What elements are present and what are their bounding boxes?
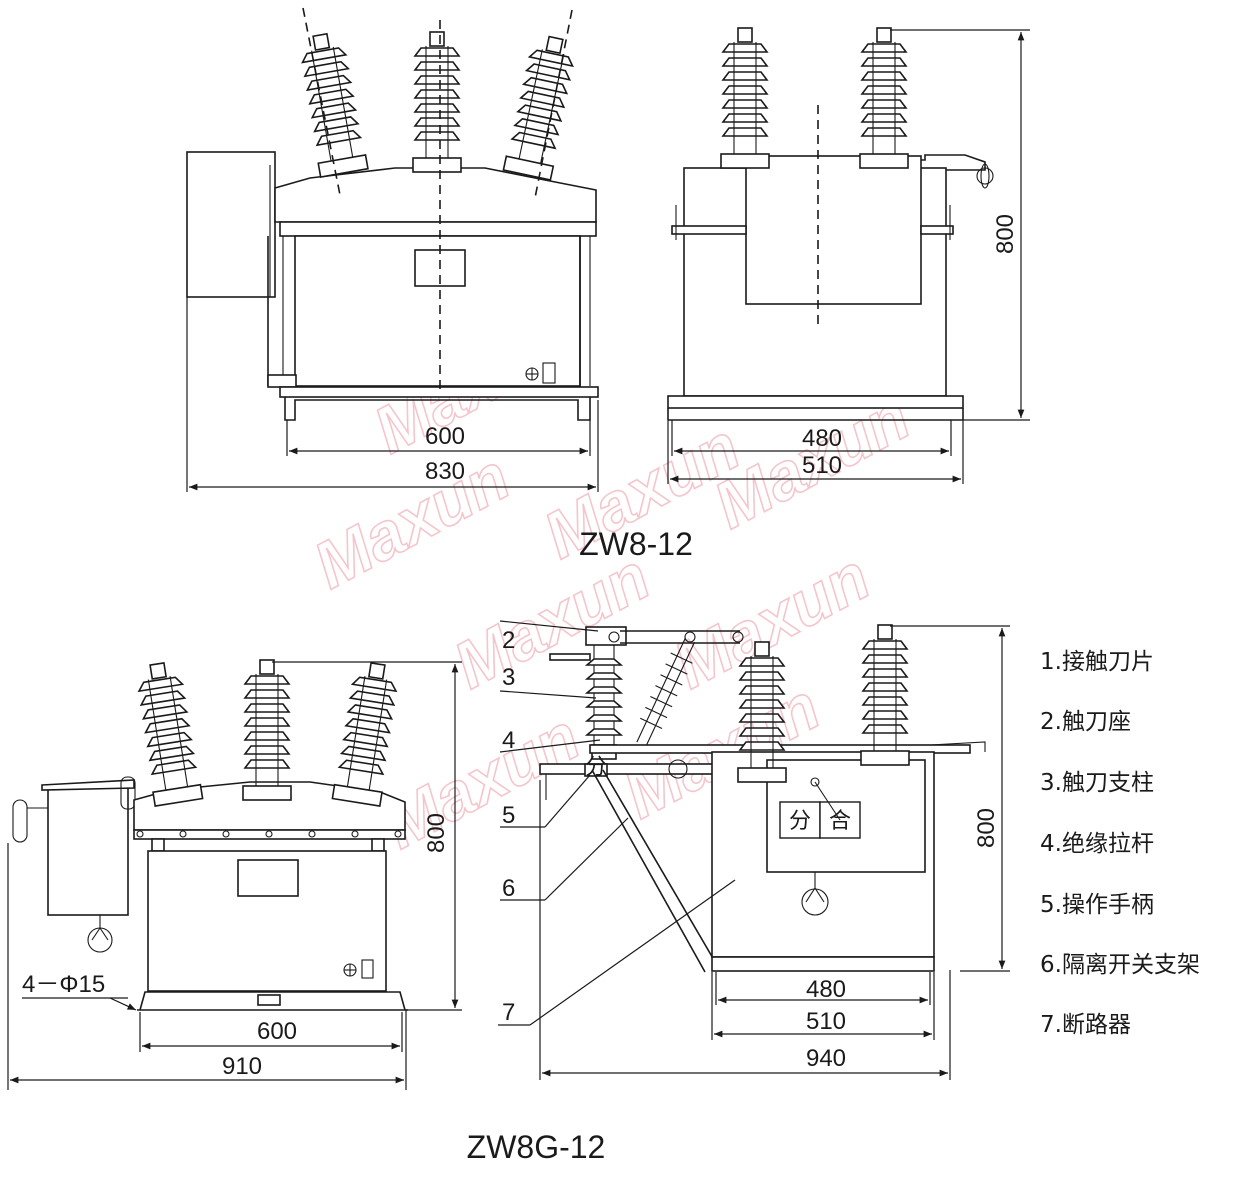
callout-number: 6	[502, 875, 515, 902]
zw8-front-view: 600 830	[186, 7, 599, 492]
zw8-side-view: 480 510 800	[667, 27, 1030, 484]
switch-label-left: 分	[585, 755, 607, 780]
model-caption-bottom: ZW8G-12	[467, 1129, 606, 1165]
dimension-label: 800	[992, 214, 1019, 254]
holes-callout: 4－Φ15	[22, 971, 105, 998]
legend-item: 5.操作手柄	[1040, 892, 1154, 918]
dimension-label: 800	[423, 813, 450, 853]
dimension-label: 830	[425, 458, 465, 485]
nameplate	[237, 859, 299, 897]
watermark: Maxun	[442, 539, 661, 702]
callout-number: 3	[502, 664, 515, 691]
parts-legend: 1.接触刀片 2.触刀座 3.触刀支柱 4.绝缘拉杆 5.操作手柄 6.隔离开关…	[1040, 649, 1200, 1038]
dimension-label: 800	[973, 808, 1000, 848]
callout-number: 2	[502, 627, 515, 654]
close-label: 合	[829, 809, 851, 834]
callout-number: 5	[502, 802, 515, 829]
legend-item: 2.触刀座	[1040, 709, 1131, 735]
dimension-label: 510	[806, 1008, 846, 1035]
legend-item: 7.断路器	[1040, 1012, 1131, 1038]
legend-item: 3.触刀支柱	[1040, 770, 1154, 796]
zw8g-front-view: 600 910 800 4－Φ15	[7, 659, 462, 1090]
model-caption-top: ZW8-12	[579, 526, 693, 562]
dimension-label: 600	[257, 1018, 297, 1045]
dimension-label: 940	[806, 1045, 846, 1072]
dimension-label: 480	[806, 976, 846, 1003]
dimension-label: 910	[222, 1053, 262, 1080]
legend-item: 1.接触刀片	[1040, 649, 1154, 675]
dimension-label: 600	[425, 423, 465, 450]
watermark: Maxun	[302, 439, 521, 602]
zw8g-side-view: 分 分 分 合 480	[498, 620, 1010, 1080]
dimension-label: 480	[802, 425, 842, 452]
control-cabinet	[47, 787, 129, 916]
legend-item: 4.绝缘拉杆	[1040, 831, 1154, 857]
mechanism-box	[745, 155, 922, 305]
open-label: 分	[789, 809, 811, 834]
callout-number: 7	[502, 999, 515, 1026]
control-cabinet	[186, 151, 276, 298]
callout-number: 4	[502, 727, 515, 754]
dimension-label: 510	[802, 452, 842, 479]
legend-item: 6.隔离开关支架	[1040, 952, 1200, 978]
